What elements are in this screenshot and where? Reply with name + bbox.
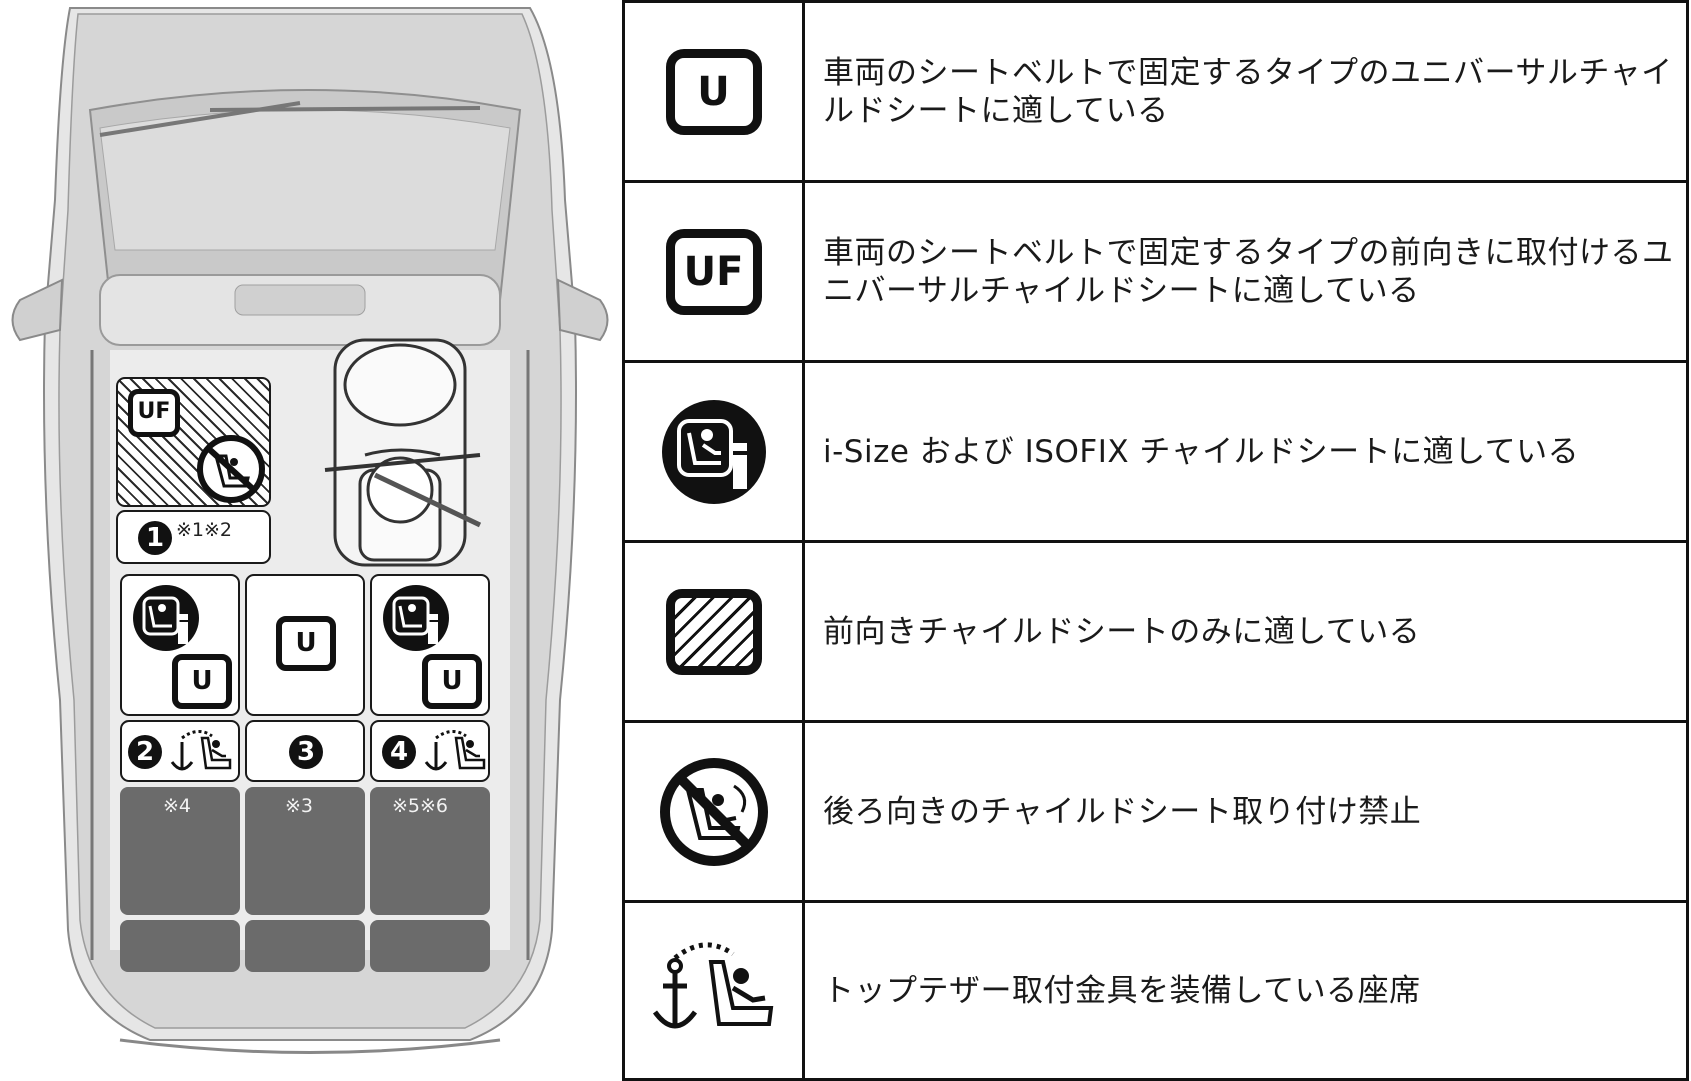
third-row-cushion-center [245,920,365,972]
i-size-isofix-icon [383,585,449,651]
seat-note-4: ※4 [163,795,192,817]
u-badge-icon: U [276,616,336,671]
no-rear-facing-icon [197,435,265,503]
top-tether-anchor-icon [424,730,486,771]
seat-number-3: 3 [289,735,323,769]
third-row-seat-center: ※3 [245,787,365,915]
legend-row-no-rear-facing: 後ろ向きのチャイルドシート取り付け禁止 [622,720,1689,900]
legend-text-u: 車両のシートベルトで固定するタイプのユニバーサルチャイルドシートに適している [823,54,1673,129]
u-badge-icon: U [172,654,232,709]
rear-right-label-box: 4 [370,720,490,782]
third-row-cushion-right [370,920,490,972]
i-size-isofix-icon [133,585,199,651]
seat-number-4: 4 [382,735,416,769]
front-passenger-seat: UF [116,377,271,507]
u-badge-icon: U [665,48,762,135]
third-row-seat-right: ※5※6 [370,787,490,915]
seat-note-3: ※3 [285,795,314,817]
third-row-seat-left: ※4 [120,787,240,915]
uf-badge-icon: UF [665,228,762,315]
legend-row-forward-only: 前向きチャイルドシートのみに適している [622,540,1689,720]
car-top-view: UF 1 ※1※2 U U [0,0,620,1081]
legend-text-top-tether: トップテザー取付金具を装備している座席 [823,972,1421,1009]
legend-text-forward-only: 前向きチャイルドシートのみに適している [823,613,1421,650]
legend-text-isofix: i-Size および ISOFIX チャイルドシートに適している [823,433,1580,470]
rear-right-seat: U [370,574,490,716]
legend-table: U 車両のシートベルトで固定するタイプのユニバーサルチャイルドシートに適している… [622,0,1691,1081]
rear-left-label-box: 2 [120,720,240,782]
rear-center-seat: U [245,574,365,716]
rear-center-label-box: 3 [245,720,365,782]
car-body-illustration [11,7,609,1054]
front-seat-note: ※1※2 [176,519,233,541]
top-tether-anchor-icon [170,730,232,771]
uf-badge-icon: UF [128,389,180,437]
seat-note-5-6: ※5※6 [392,795,449,817]
driver-figure [324,338,482,567]
no-rear-facing-icon [659,757,768,866]
third-row-cushion-left [120,920,240,972]
hatched-square-icon [665,588,762,675]
legend-row-u: U 車両のシートベルトで固定するタイプのユニバーサルチャイルドシートに適している [622,0,1689,180]
seat-number-1: 1 [138,521,172,555]
legend-row-top-tether: トップテザー取付金具を装備している座席 [622,900,1689,1081]
top-tether-anchor-icon [652,941,773,1028]
i-size-isofix-icon [661,399,766,504]
legend-text-uf: 車両のシートベルトで固定するタイプの前向きに取付けるユニバーサルチャイルドシート… [823,234,1674,309]
u-badge-icon: U [422,654,482,709]
seat-number-2: 2 [128,735,162,769]
legend-row-uf: UF 車両のシートベルトで固定するタイプの前向きに取付けるユニバーサルチャイルド… [622,180,1689,360]
rear-left-seat: U [120,574,240,716]
legend-row-isofix: i-Size および ISOFIX チャイルドシートに適している [622,360,1689,540]
legend-text-no-rear-facing: 後ろ向きのチャイルドシート取り付け禁止 [823,793,1422,830]
front-seat-label-box: 1 ※1※2 [116,510,271,564]
